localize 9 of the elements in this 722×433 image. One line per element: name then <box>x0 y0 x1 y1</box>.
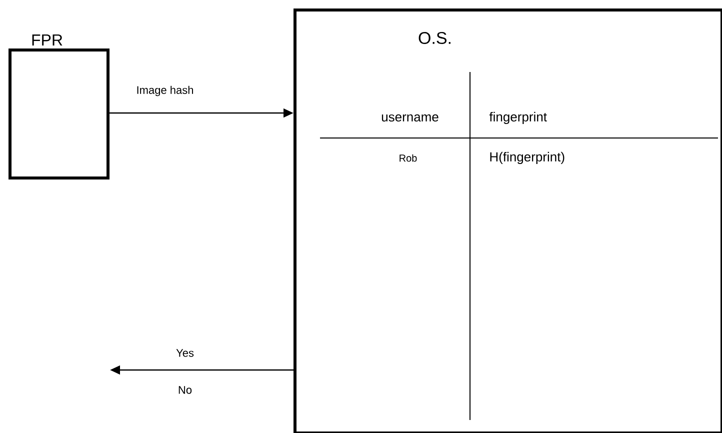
box-heading: O.S. <box>418 32 450 44</box>
column-header: username <box>382 114 438 122</box>
box-heading: FPR <box>32 34 62 46</box>
edge-label: Yes <box>175 348 195 358</box>
column-header: fingerprint <box>489 112 547 124</box>
edge-label: Image hash <box>135 84 195 98</box>
table-cell: H(fingerprint) <box>490 152 564 164</box>
table-cell: Rob <box>400 154 417 162</box>
answer-label: No <box>178 386 192 394</box>
